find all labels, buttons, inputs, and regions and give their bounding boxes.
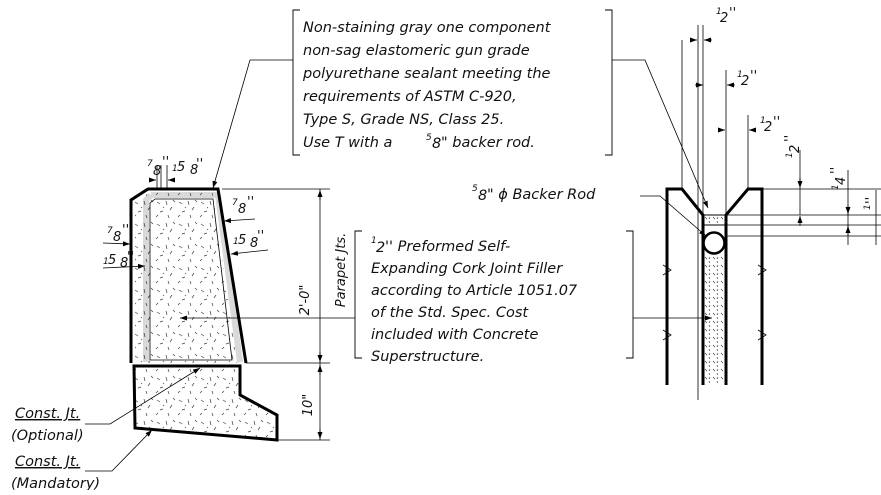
height-dimension-label: 2'-0": [298, 285, 313, 316]
cork-line-2: Expanding Cork Joint Filler: [371, 261, 563, 277]
half-1-inch: '': [729, 6, 736, 21]
quarter-v-inch: '': [829, 167, 844, 174]
sealant-line-6-num: 5: [426, 133, 432, 143]
cork-line-1-post: '' Preformed Self-: [385, 239, 510, 255]
half-v-den: 2: [788, 145, 803, 153]
sealant-note: Non-staining gray one component non-sag …: [212, 9, 709, 209]
half-v-inch: '': [783, 135, 798, 142]
cork-line-1-den: 2: [376, 240, 385, 256]
top-onefive-int: 1: [172, 164, 178, 174]
base-height-label: 10": [301, 394, 316, 417]
sealant-leader-right: [612, 59, 709, 209]
sealant-leader-left: [212, 59, 293, 189]
left-seven-eighths-den: 8: [113, 230, 121, 245]
const-jt-optional-leader: [85, 367, 201, 425]
backer-rod-leader: [640, 195, 707, 237]
backer-rod: [702, 231, 726, 255]
edge-v-num: 1: [863, 204, 873, 210]
cork-line-5: included with Concrete: [371, 327, 538, 343]
right-seven-eighths-num: 7: [232, 198, 238, 208]
cork-filler-inner-line: [149, 198, 233, 361]
joint-detail: 1 2 '' 1 2 '' 1 2 '' 1 2 '' 1 4 '' 1 '' …: [472, 6, 881, 400]
top-seven-eighths-inch: '': [162, 155, 169, 170]
top-onefive-inch: '': [196, 157, 203, 172]
sealant-line-5: Type S, Grade NS, Class 25.: [303, 112, 504, 128]
left-onefive-den: 8: [120, 256, 128, 271]
base-block: [134, 368, 277, 440]
cork-line-4: of the Std. Spec. Cost: [371, 305, 529, 321]
cork-line-1-num: 1: [371, 236, 377, 246]
half-1-num: 1: [716, 7, 722, 17]
half-2-num: 1: [737, 70, 743, 80]
parapet-joints-label: Parapet Jts.: [334, 233, 349, 307]
sealant-line-3: polyurethane sealant meeting the: [302, 66, 551, 82]
optional-label: (Optional): [11, 428, 84, 444]
sealant-line-6-pre: Use T with a: [303, 135, 392, 151]
edge-v-inch: '': [864, 197, 879, 204]
cork-strip: [704, 255, 725, 385]
left-onefive-num: 5: [108, 253, 116, 268]
right-onefive-inch: '': [257, 229, 264, 244]
joint-right-wall: [724, 187, 764, 385]
top-onefive-den: 8: [190, 163, 198, 178]
const-jt-mandatory-label: Const. Jt.: [15, 454, 80, 470]
top-seven-eighths-den: 8: [153, 164, 161, 179]
backer-rod-num: 5: [472, 184, 478, 194]
half-3-inch: '': [773, 115, 780, 130]
right-onefive-int: 1: [233, 237, 239, 247]
left-seven-eighths-inch: '': [122, 223, 129, 238]
sealant-line-6-post: " backer rod.: [441, 135, 535, 151]
half-1-den: 2: [720, 11, 728, 26]
right-onefive-den: 8: [250, 236, 258, 251]
quarter-v-num: 1: [831, 184, 841, 190]
parapet-concrete: [135, 189, 237, 363]
mandatory-label: (Mandatory): [11, 476, 100, 490]
half-3-num: 1: [760, 116, 766, 126]
right-seven-eighths-den: 8: [238, 202, 246, 217]
sealant-line-6-den: 8: [432, 136, 441, 152]
half-3-den: 2: [764, 120, 772, 135]
quarter-v-den: 4: [834, 177, 849, 185]
cork-filler-lining: [143, 192, 243, 363]
top-seven-eighths-num: 7: [147, 159, 153, 169]
left-onefive-inch: '': [127, 250, 134, 265]
top-onefive-num: 5: [177, 160, 185, 175]
left-seven-eighths-num: 7: [107, 226, 113, 236]
right-seven-eighths-inch: '': [247, 195, 254, 210]
cork-line-3: according to Article 1051.07: [371, 283, 578, 299]
half-v-num: 1: [785, 152, 795, 158]
sealant-line-1: Non-staining gray one component: [303, 20, 552, 36]
backer-rod-den: 8: [478, 188, 487, 204]
half-2-den: 2: [741, 74, 749, 89]
parapet-section: 2'-0" Parapet Jts. 10" 7 8 '' 1 5 8 '' 7…: [11, 155, 349, 492]
right-onefive-num: 5: [238, 233, 246, 248]
parapet-outline: [129, 187, 248, 364]
sealant-line-2: non-sag elastomeric gun grade: [303, 43, 530, 59]
sealant-line-4: requirements of ASTM C-920,: [303, 89, 517, 105]
left-onefive-int: 1: [103, 257, 109, 267]
joint-sealant: [702, 214, 727, 226]
const-jt-optional-label: Const. Jt.: [15, 406, 80, 422]
backer-rod-label: " ϕ Backer Rod: [487, 187, 596, 203]
half-2-inch: '': [750, 69, 757, 84]
cork-note: 1 2 '' Preformed Self- Expanding Cork Jo…: [180, 230, 712, 365]
cork-line-6: Superstructure.: [371, 349, 484, 365]
base-outline: [132, 364, 279, 442]
const-jt-mandatory-leader: [85, 429, 153, 472]
